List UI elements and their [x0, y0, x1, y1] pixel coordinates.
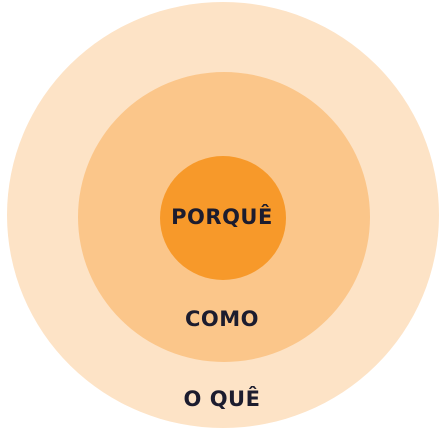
middle-circle-label: COMO	[184, 307, 259, 331]
inner-circle-label: PORQUÊ	[171, 205, 273, 229]
outer-circle-label: O QUÊ	[183, 387, 261, 411]
inner-circle	[160, 156, 286, 280]
